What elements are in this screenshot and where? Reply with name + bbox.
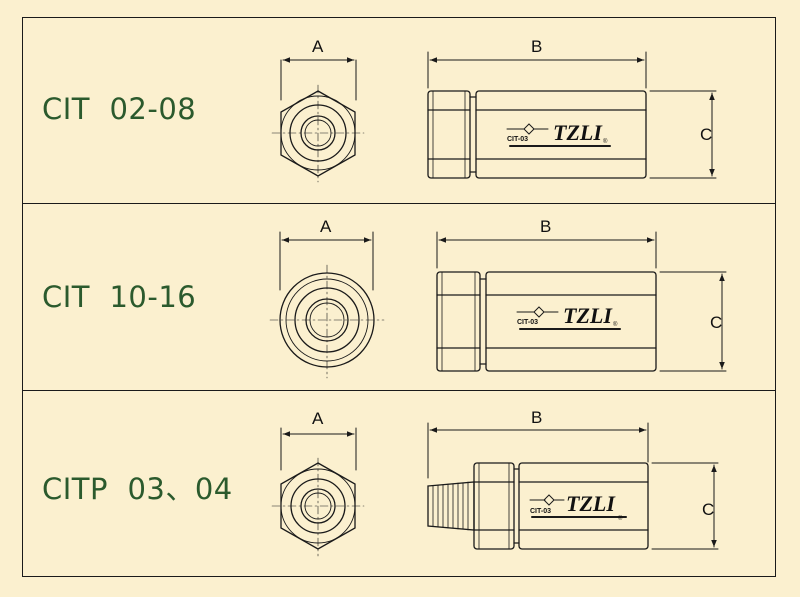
row-1-dim-b-label: B: [531, 37, 542, 56]
row-divider-1: [22, 203, 776, 204]
row-1-brand-logo: TZLI: [553, 120, 603, 145]
model-label-cit-10-16: CIT 10-16: [42, 280, 197, 314]
row-3-side-view: [427, 422, 649, 550]
row-3-brand-logo: TZLI: [566, 491, 616, 516]
drawing-frame: [22, 17, 776, 577]
row-3-dim-c-label: C: [702, 500, 714, 519]
threaded-end: [427, 481, 475, 531]
model-label-citp-03-04: CITP 03、04: [42, 472, 233, 506]
row-2-reg-mark: ®: [613, 321, 618, 328]
row-2-brand-logo: TZLI: [563, 303, 613, 328]
row-1-reg-mark: ®: [603, 138, 608, 145]
row-3-end-view: [271, 427, 365, 557]
row-1-body-label: CIT-03: [507, 136, 528, 143]
row-divider-2: [22, 390, 776, 391]
row-3-reg-mark: ®: [618, 515, 623, 522]
row-1-dimension-c: [649, 90, 717, 179]
row-2-end-view: [269, 231, 385, 379]
row-2-dim-c-label: C: [710, 313, 722, 332]
row-1-side-view: [427, 51, 647, 179]
row-3-dim-a-label: A: [312, 409, 324, 428]
row-2-side-view: [436, 231, 657, 372]
row-2-body-label: CIT-03: [517, 319, 538, 326]
row-1-end-view: [271, 57, 365, 183]
row-2-dim-a-label: A: [320, 217, 332, 236]
model-label-cit-02-08: CIT 02-08: [42, 92, 197, 126]
row-3-dim-b-label: B: [531, 408, 542, 427]
row-3-body-label: CIT-03: [530, 508, 551, 515]
row-1-dim-c-label: C: [700, 125, 712, 144]
row-3-dimension-c: [651, 462, 719, 550]
row-2-dimension-c: [659, 271, 727, 372]
row-1-dim-a-label: A: [312, 37, 324, 56]
row-2-dim-b-label: B: [540, 217, 551, 236]
